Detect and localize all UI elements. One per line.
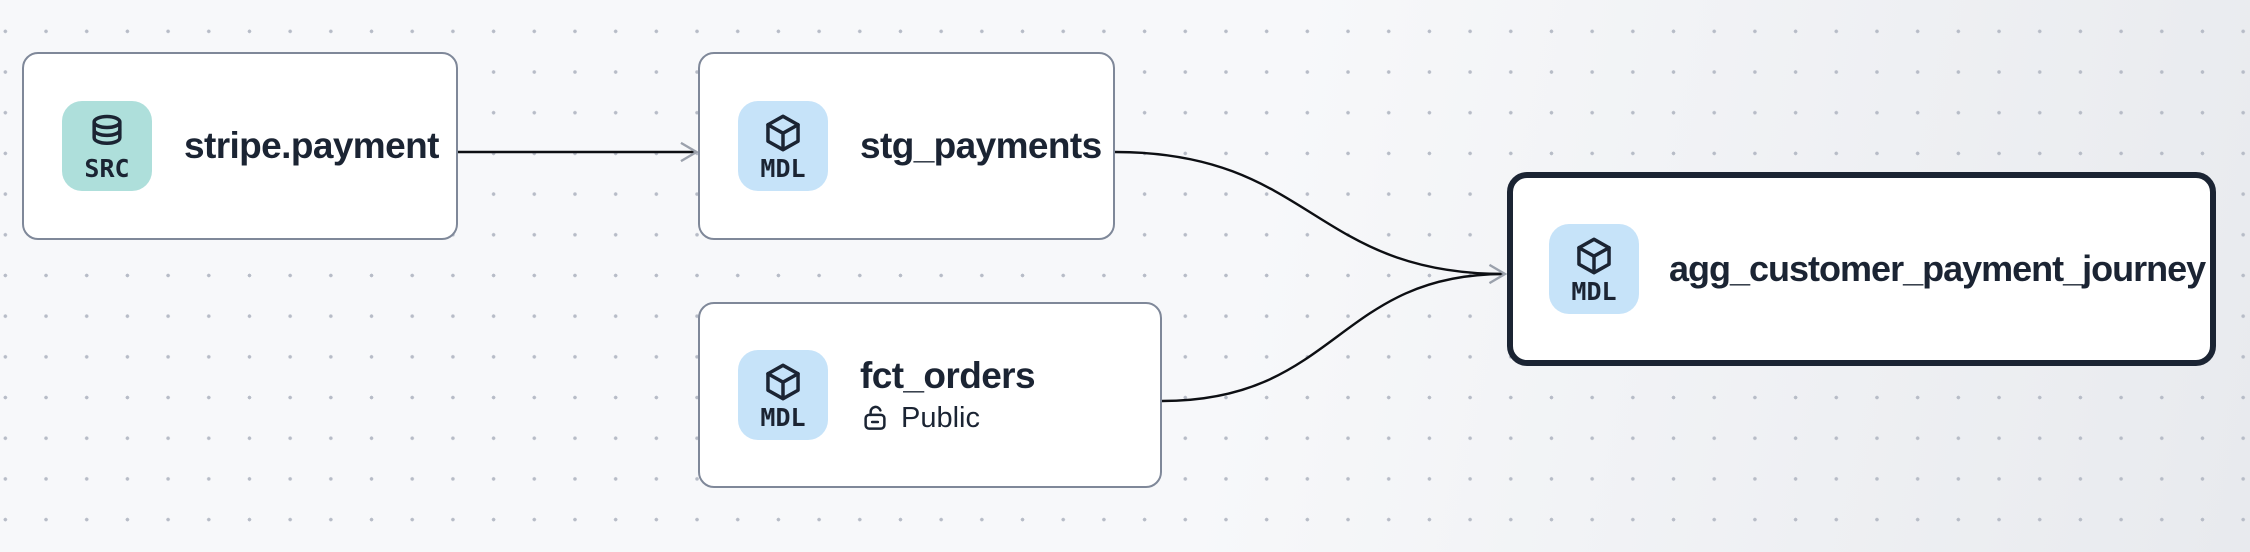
node-title: stg_payments <box>860 124 1102 166</box>
cube-icon <box>766 114 800 152</box>
edge-fct-orders-to-agg <box>1160 272 1506 403</box>
source-type-badge: SRC <box>62 101 152 191</box>
model-type-badge: MDL <box>738 350 828 440</box>
visibility-label: Public <box>901 401 980 434</box>
cube-icon <box>766 363 800 401</box>
badge-label: MDL <box>760 154 806 183</box>
arrowhead-icon <box>1488 263 1508 285</box>
visibility-row: Public <box>860 403 1035 433</box>
unlock-icon <box>864 406 886 431</box>
badge-label: MDL <box>1571 277 1617 306</box>
node-agg-customer-payment-journey[interactable]: MDL agg_customer_payment_journey <box>1507 172 2216 366</box>
arrowhead-icon <box>680 141 699 163</box>
node-stripe-payment[interactable]: SRC stripe.payment <box>22 52 458 240</box>
model-type-badge: MDL <box>738 101 828 191</box>
badge-label: MDL <box>760 403 806 432</box>
node-title: agg_customer_payment_journey <box>1669 248 2206 290</box>
node-title: stripe.payment <box>184 124 439 166</box>
database-icon <box>92 114 122 146</box>
node-stg-payments[interactable]: MDL stg_payments <box>698 52 1115 240</box>
node-fct-orders[interactable]: MDL fct_orders Public <box>698 302 1162 488</box>
badge-label: SRC <box>84 154 130 183</box>
edge-stg-payments-to-agg <box>1113 150 1506 276</box>
node-title: fct_orders <box>860 354 1036 396</box>
model-type-badge: MDL <box>1549 224 1639 314</box>
cube-icon <box>1577 237 1611 275</box>
